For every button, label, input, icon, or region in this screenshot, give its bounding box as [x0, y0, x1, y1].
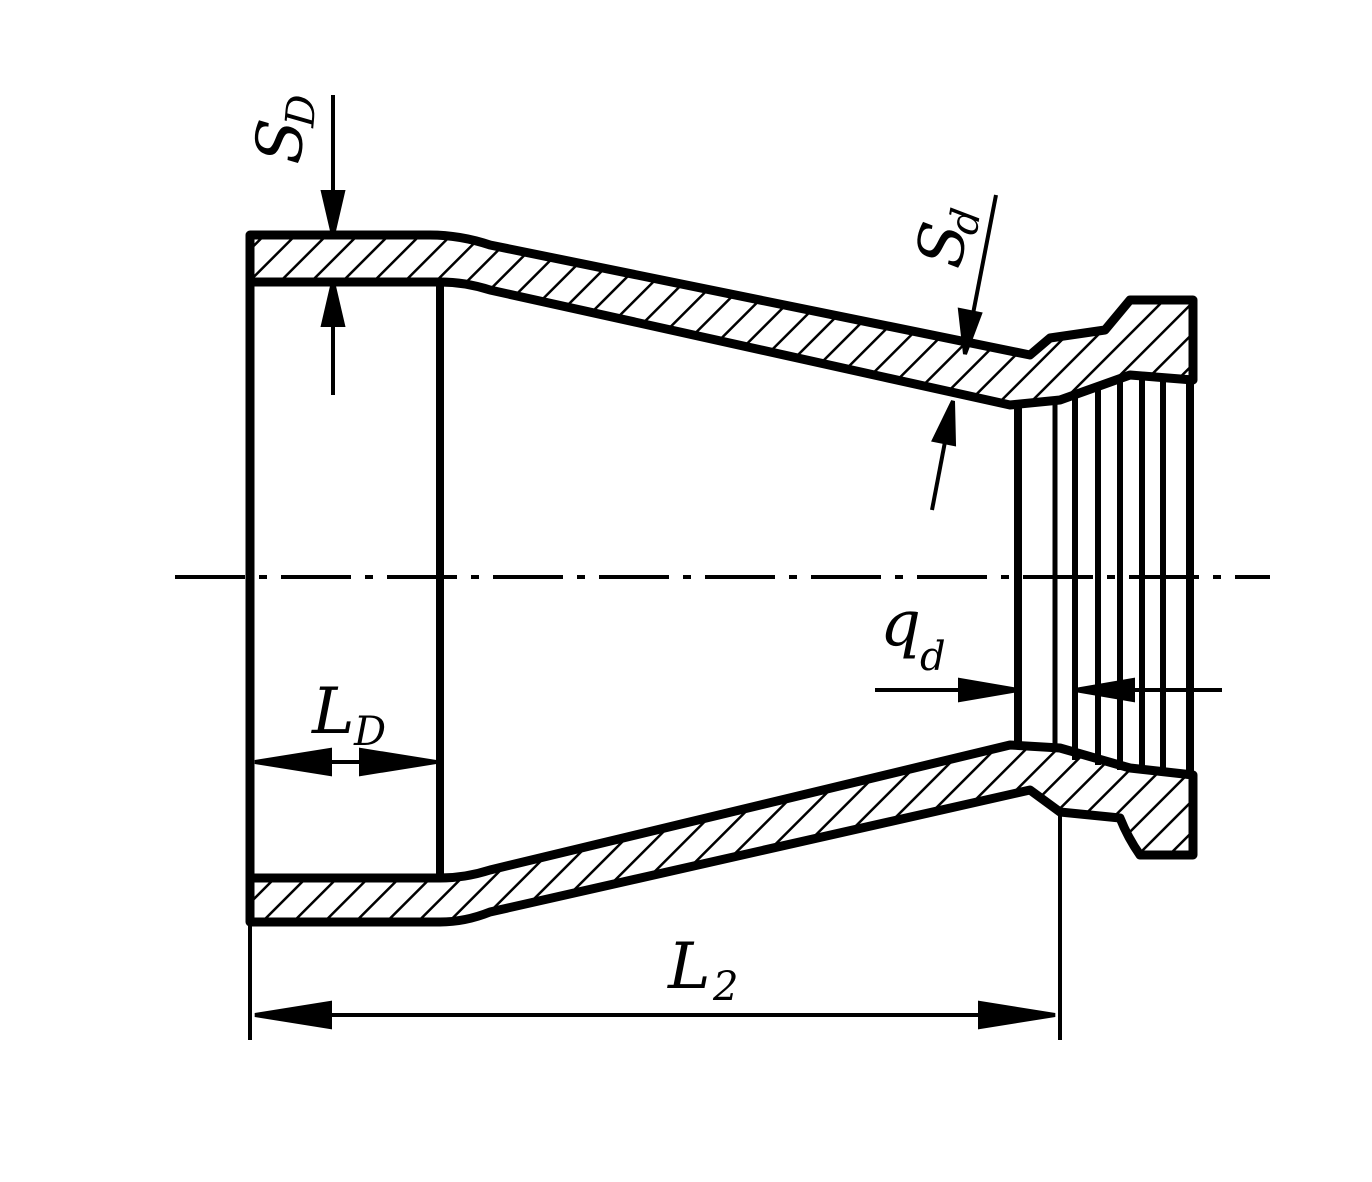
qd-dimension: [875, 677, 1222, 703]
sd-dimension: [930, 194, 998, 511]
sd-label: S d: [903, 205, 991, 273]
qd-label: q d: [880, 587, 946, 680]
svg-text:L: L: [311, 675, 355, 749]
upper-wall-section: [245, 230, 1198, 410]
svg-text:d: d: [920, 634, 946, 680]
lD-dimension: [254, 747, 437, 777]
l2-label: L 2: [667, 930, 738, 1010]
sD-label: S D: [242, 93, 326, 166]
l2-dimension: [248, 812, 1062, 1040]
svg-text:q: q: [880, 587, 921, 661]
svg-text:2: 2: [712, 964, 738, 1010]
svg-text:D: D: [277, 93, 326, 130]
svg-text:S: S: [242, 116, 320, 166]
lD-label: L D: [311, 675, 386, 755]
sD-dimension: [320, 95, 346, 395]
thread-lines: [1072, 378, 1166, 772]
lower-wall-section: [245, 740, 1198, 927]
svg-text:D: D: [353, 709, 386, 755]
svg-text:L: L: [667, 930, 711, 1004]
